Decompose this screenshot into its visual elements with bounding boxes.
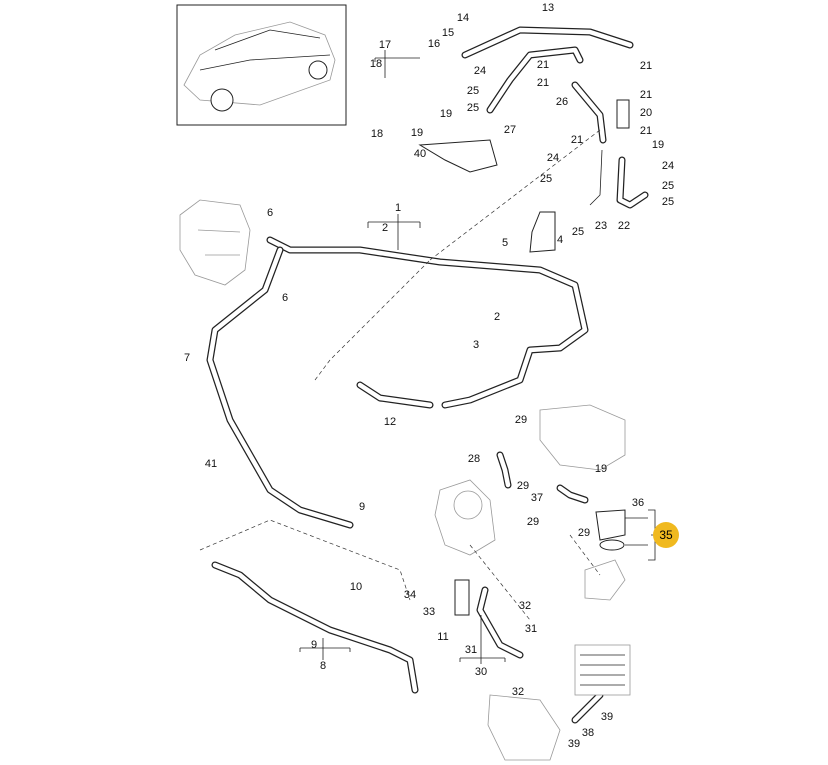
callout-27: 27 xyxy=(503,124,517,136)
coolant-lines xyxy=(206,26,649,724)
callout-5: 5 xyxy=(501,237,509,249)
callout-25: 25 xyxy=(661,180,675,192)
callout-9: 9 xyxy=(310,639,318,651)
callout-2: 2 xyxy=(381,222,389,234)
vehicle-thumbnail xyxy=(176,4,347,126)
callout-32: 32 xyxy=(511,686,525,698)
callout-40: 40 xyxy=(413,148,427,160)
callout-29: 29 xyxy=(514,414,528,426)
callout-29: 29 xyxy=(577,527,591,539)
callout-31: 31 xyxy=(524,623,538,635)
callout-19: 19 xyxy=(594,463,608,475)
callout-30: 30 xyxy=(474,666,488,678)
callout-37: 37 xyxy=(530,492,544,504)
callout-24: 24 xyxy=(661,160,675,172)
callout-31: 31 xyxy=(464,644,478,656)
callout-12: 12 xyxy=(383,416,397,428)
callout-18: 18 xyxy=(370,128,384,140)
callout-32: 32 xyxy=(518,600,532,612)
callout-26: 26 xyxy=(555,96,569,108)
callout-35-highlighted[interactable]: 35 xyxy=(653,522,679,548)
callout-21: 21 xyxy=(639,60,653,72)
callout-1: 1 xyxy=(394,202,402,214)
callout-24: 24 xyxy=(473,65,487,77)
callout-39: 39 xyxy=(567,738,581,750)
callout-29: 29 xyxy=(516,480,530,492)
callout-34: 34 xyxy=(403,589,417,601)
callout-21: 21 xyxy=(570,134,584,146)
callout-9: 9 xyxy=(358,501,366,513)
callout-6: 6 xyxy=(266,207,274,219)
callout-25: 25 xyxy=(466,102,480,114)
callout-25: 25 xyxy=(571,226,585,238)
callout-6: 6 xyxy=(281,292,289,304)
coolant-expansion-tank xyxy=(179,199,251,286)
callout-10: 10 xyxy=(349,581,363,593)
callout-3: 3 xyxy=(472,339,480,351)
callout-33: 33 xyxy=(422,606,436,618)
callout-21: 21 xyxy=(639,125,653,137)
callout-25: 25 xyxy=(661,196,675,208)
callout-19: 19 xyxy=(410,127,424,139)
callout-24: 24 xyxy=(546,152,560,164)
callout-38: 38 xyxy=(581,727,595,739)
callout-16: 16 xyxy=(427,38,441,50)
callout-15: 15 xyxy=(441,27,455,39)
callout-19: 19 xyxy=(651,139,665,151)
callout-21: 21 xyxy=(536,59,550,71)
callout-13: 13 xyxy=(541,2,555,14)
callout-36: 36 xyxy=(631,497,645,509)
callout-22: 22 xyxy=(617,220,631,232)
callout-7: 7 xyxy=(183,352,191,364)
callout-18: 18 xyxy=(369,58,383,70)
callout-41: 41 xyxy=(204,458,218,470)
callout-14: 14 xyxy=(456,12,470,24)
callout-28: 28 xyxy=(467,453,481,465)
callout-23: 23 xyxy=(594,220,608,232)
callout-29: 29 xyxy=(526,516,540,528)
engine-components xyxy=(434,404,631,761)
callout-2: 2 xyxy=(493,311,501,323)
callout-20: 20 xyxy=(639,107,653,119)
callout-17: 17 xyxy=(378,39,392,51)
callout-8: 8 xyxy=(319,660,327,672)
callout-21: 21 xyxy=(536,77,550,89)
leader-lines xyxy=(199,50,656,664)
callout-21: 21 xyxy=(639,89,653,101)
callout-4: 4 xyxy=(556,234,564,246)
callout-11: 11 xyxy=(437,631,449,643)
callout-25: 25 xyxy=(466,85,480,97)
callout-19: 19 xyxy=(439,108,453,120)
callout-39: 39 xyxy=(600,711,614,723)
callout-25: 25 xyxy=(539,173,553,185)
